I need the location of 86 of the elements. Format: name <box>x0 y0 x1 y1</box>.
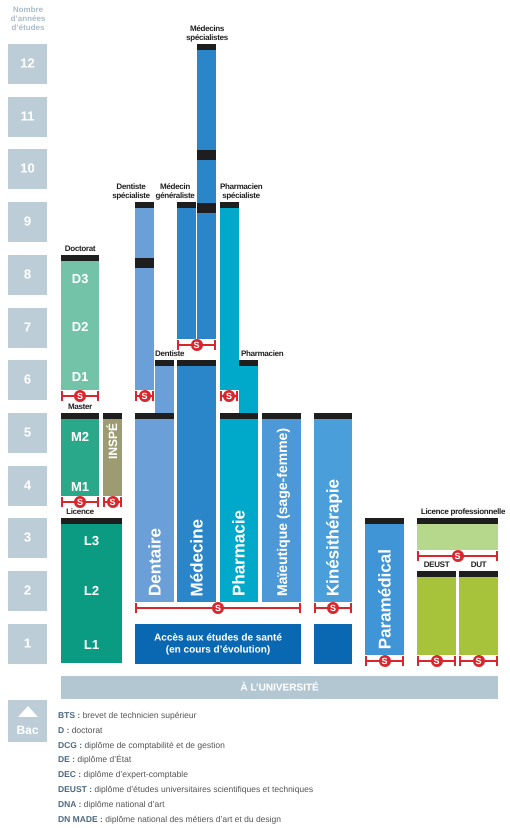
selection-badge: S <box>472 655 484 667</box>
year-box <box>8 571 47 611</box>
selection-badge: S <box>378 655 390 667</box>
year-code: L1 <box>82 638 100 651</box>
abbreviation-note: DE : diplôme d’État <box>58 754 132 764</box>
box-label: 11 <box>20 109 36 124</box>
university-bar <box>61 676 498 699</box>
column-heading: Dentiste spécialiste <box>111 183 151 200</box>
column-heading: DEUST <box>422 560 450 569</box>
box-label: 1 <box>22 636 32 652</box>
column-heading: Pharmacien <box>241 350 284 358</box>
column-label: Maïeutique (sage-femme) <box>274 428 288 596</box>
column-label: Pharmacie <box>230 510 248 596</box>
abbreviation-note: DEUST : diplôme d’études universitaires scientifiques et techniques <box>58 784 314 794</box>
abbreviation-note: D : doctorat <box>58 724 102 735</box>
abbreviation-note: DEC : diplôme d’expert-comptable <box>58 769 188 780</box>
selection-badge: S <box>138 390 150 402</box>
column-heading: Licence professionnelle <box>420 508 506 516</box>
box-label: Bac <box>15 724 40 736</box>
box-label: 7 <box>22 320 32 335</box>
box-label: 4 <box>22 478 32 494</box>
selection-badge: S <box>452 550 464 562</box>
column-heading: Doctorat <box>64 244 96 253</box>
study-column <box>365 518 404 655</box>
year-code: M1 <box>70 480 90 493</box>
abbreviation-note: DN MADE : diplôme national des métiers d’art et du design <box>58 814 281 824</box>
selection-badge: S <box>327 602 339 614</box>
year-code: M2 <box>70 430 90 443</box>
year-box <box>8 149 47 190</box>
year-code: L3 <box>82 534 100 547</box>
selection-badge: S <box>430 655 442 667</box>
column-heading: Licence <box>65 508 95 516</box>
selection-badge: S <box>74 390 86 402</box>
box-label: 8 <box>22 267 32 282</box>
study-box <box>314 624 352 664</box>
year-box <box>8 308 47 348</box>
column-label: Médecine <box>188 518 205 596</box>
column-label: Kinésithérapie <box>324 478 342 596</box>
column-label: Dentaire <box>146 528 163 596</box>
year-code: D3 <box>70 272 90 285</box>
study-column <box>314 413 352 602</box>
selection-badge: S <box>190 339 202 351</box>
year-box <box>8 202 47 242</box>
column-heading: Médecins spécialistes <box>185 25 229 42</box>
column-label: INSPÉ <box>106 423 118 460</box>
year-box <box>8 254 47 295</box>
axis-caption: Nombre d’années d’études <box>10 6 46 32</box>
box-label: À L’UNIVERSITÉ <box>239 682 320 694</box>
abbreviation-note: DNA : diplôme national d’art <box>58 798 164 809</box>
year-box <box>8 360 47 400</box>
study-column <box>103 413 122 496</box>
box-label: 6 <box>22 372 32 388</box>
bac-box <box>8 700 47 742</box>
selection-badge: S <box>212 602 224 614</box>
abbreviation-note: DCG : diplôme de comptabilité et de gestion <box>58 740 225 750</box>
selection-badge: S <box>223 390 235 402</box>
study-column <box>135 413 174 602</box>
column-heading: DUT <box>470 560 488 569</box>
study-column <box>220 413 258 602</box>
column-heading: Pharmacien spécialiste <box>220 183 262 200</box>
box-label: 5 <box>22 425 32 440</box>
year-box <box>8 44 47 84</box>
column-label: Paramédical <box>376 548 393 649</box>
year-box <box>8 624 47 664</box>
selection-badge: S <box>74 496 86 508</box>
year-box <box>8 96 47 137</box>
study-column <box>177 360 216 602</box>
box-label: 10 <box>19 162 36 177</box>
year-code: D1 <box>70 370 90 383</box>
year-box <box>8 518 47 558</box>
box-label: 2 <box>22 584 32 598</box>
year-code: L2 <box>82 584 100 597</box>
study-column <box>262 413 301 602</box>
column-heading: Dentiste <box>155 350 186 358</box>
box-label: 3 <box>22 530 32 546</box>
column-heading: Master <box>67 402 94 411</box>
box-label: 9 <box>22 214 32 230</box>
box-label: Accès aux études de santé (en cours d’évolution) <box>153 632 283 656</box>
study-box <box>135 624 301 664</box>
abbreviation-note: BTS : brevet de technicien supérieur <box>58 710 196 720</box>
year-box <box>8 466 47 506</box>
year-code: D2 <box>70 320 90 333</box>
column-heading: Médecin généraliste <box>154 183 196 200</box>
selection-badge: S <box>106 496 118 508</box>
year-box <box>8 412 47 453</box>
box-label: 12 <box>19 56 36 72</box>
